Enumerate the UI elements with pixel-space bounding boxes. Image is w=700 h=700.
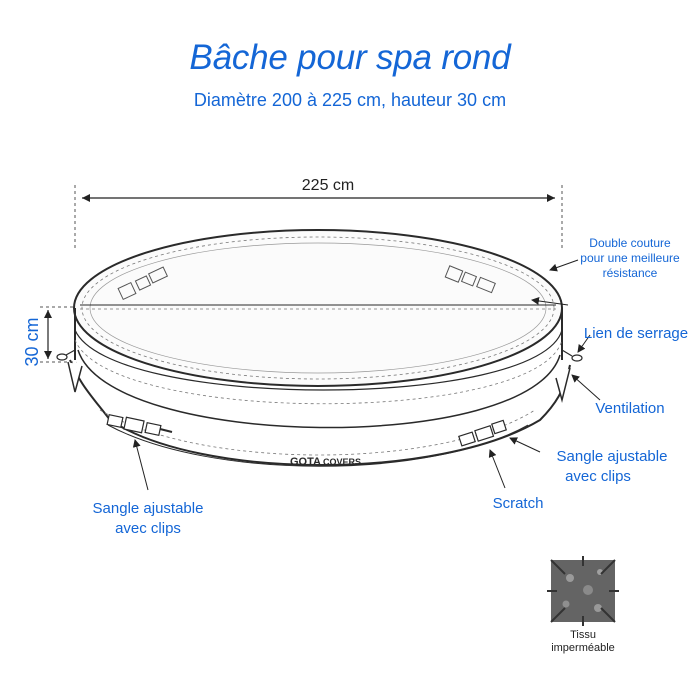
- label-sangle-left-2: avec clips: [115, 520, 181, 537]
- label-sangle-left-1: Sangle ajustable: [93, 500, 204, 517]
- label-sangle-right-1: Sangle ajustable: [557, 448, 668, 465]
- fabric-label-line1: Tissu: [570, 629, 596, 641]
- inner-buckle-right-icon: [444, 265, 496, 294]
- drawstring-right-icon: [561, 349, 583, 362]
- page-title: Bâche pour spa rond: [189, 38, 511, 77]
- width-dimension: 225 cm: [74, 177, 563, 250]
- label-double-couture-3: résistance: [603, 266, 658, 280]
- height-label: 30 cm: [22, 317, 42, 366]
- brand-logo-part2: COVERS: [323, 457, 361, 467]
- inner-buckle-left-icon: [117, 266, 169, 301]
- brand-logo: GOTA COVERS: [290, 456, 361, 468]
- height-dimension: 30 cm: [22, 306, 78, 367]
- label-ventilation: Ventilation: [595, 400, 664, 417]
- drawstring-left-icon: [56, 349, 76, 361]
- waterproof-fabric-icon: Tissu imperméable: [547, 556, 619, 654]
- width-label: 225 cm: [302, 177, 354, 194]
- page-subtitle: Diamètre 200 à 225 cm, hauteur 30 cm: [193, 90, 507, 110]
- spa-cover-body: [67, 229, 571, 467]
- side-buckle-right-icon: [458, 419, 508, 447]
- leader-lines: [132, 259, 601, 491]
- fabric-label-line2: imperméable: [551, 642, 615, 654]
- label-lien-serrage: Lien de serrage: [584, 325, 688, 342]
- label-double-couture-1: Double couture: [589, 236, 671, 250]
- label-sangle-right-2: avec clips: [565, 468, 631, 485]
- label-double-couture-2: pour une meilleure: [580, 251, 680, 265]
- label-scratch: Scratch: [493, 495, 544, 512]
- side-buckle-left-icon: [106, 413, 173, 437]
- brand-logo-part1: GOTA: [290, 456, 321, 468]
